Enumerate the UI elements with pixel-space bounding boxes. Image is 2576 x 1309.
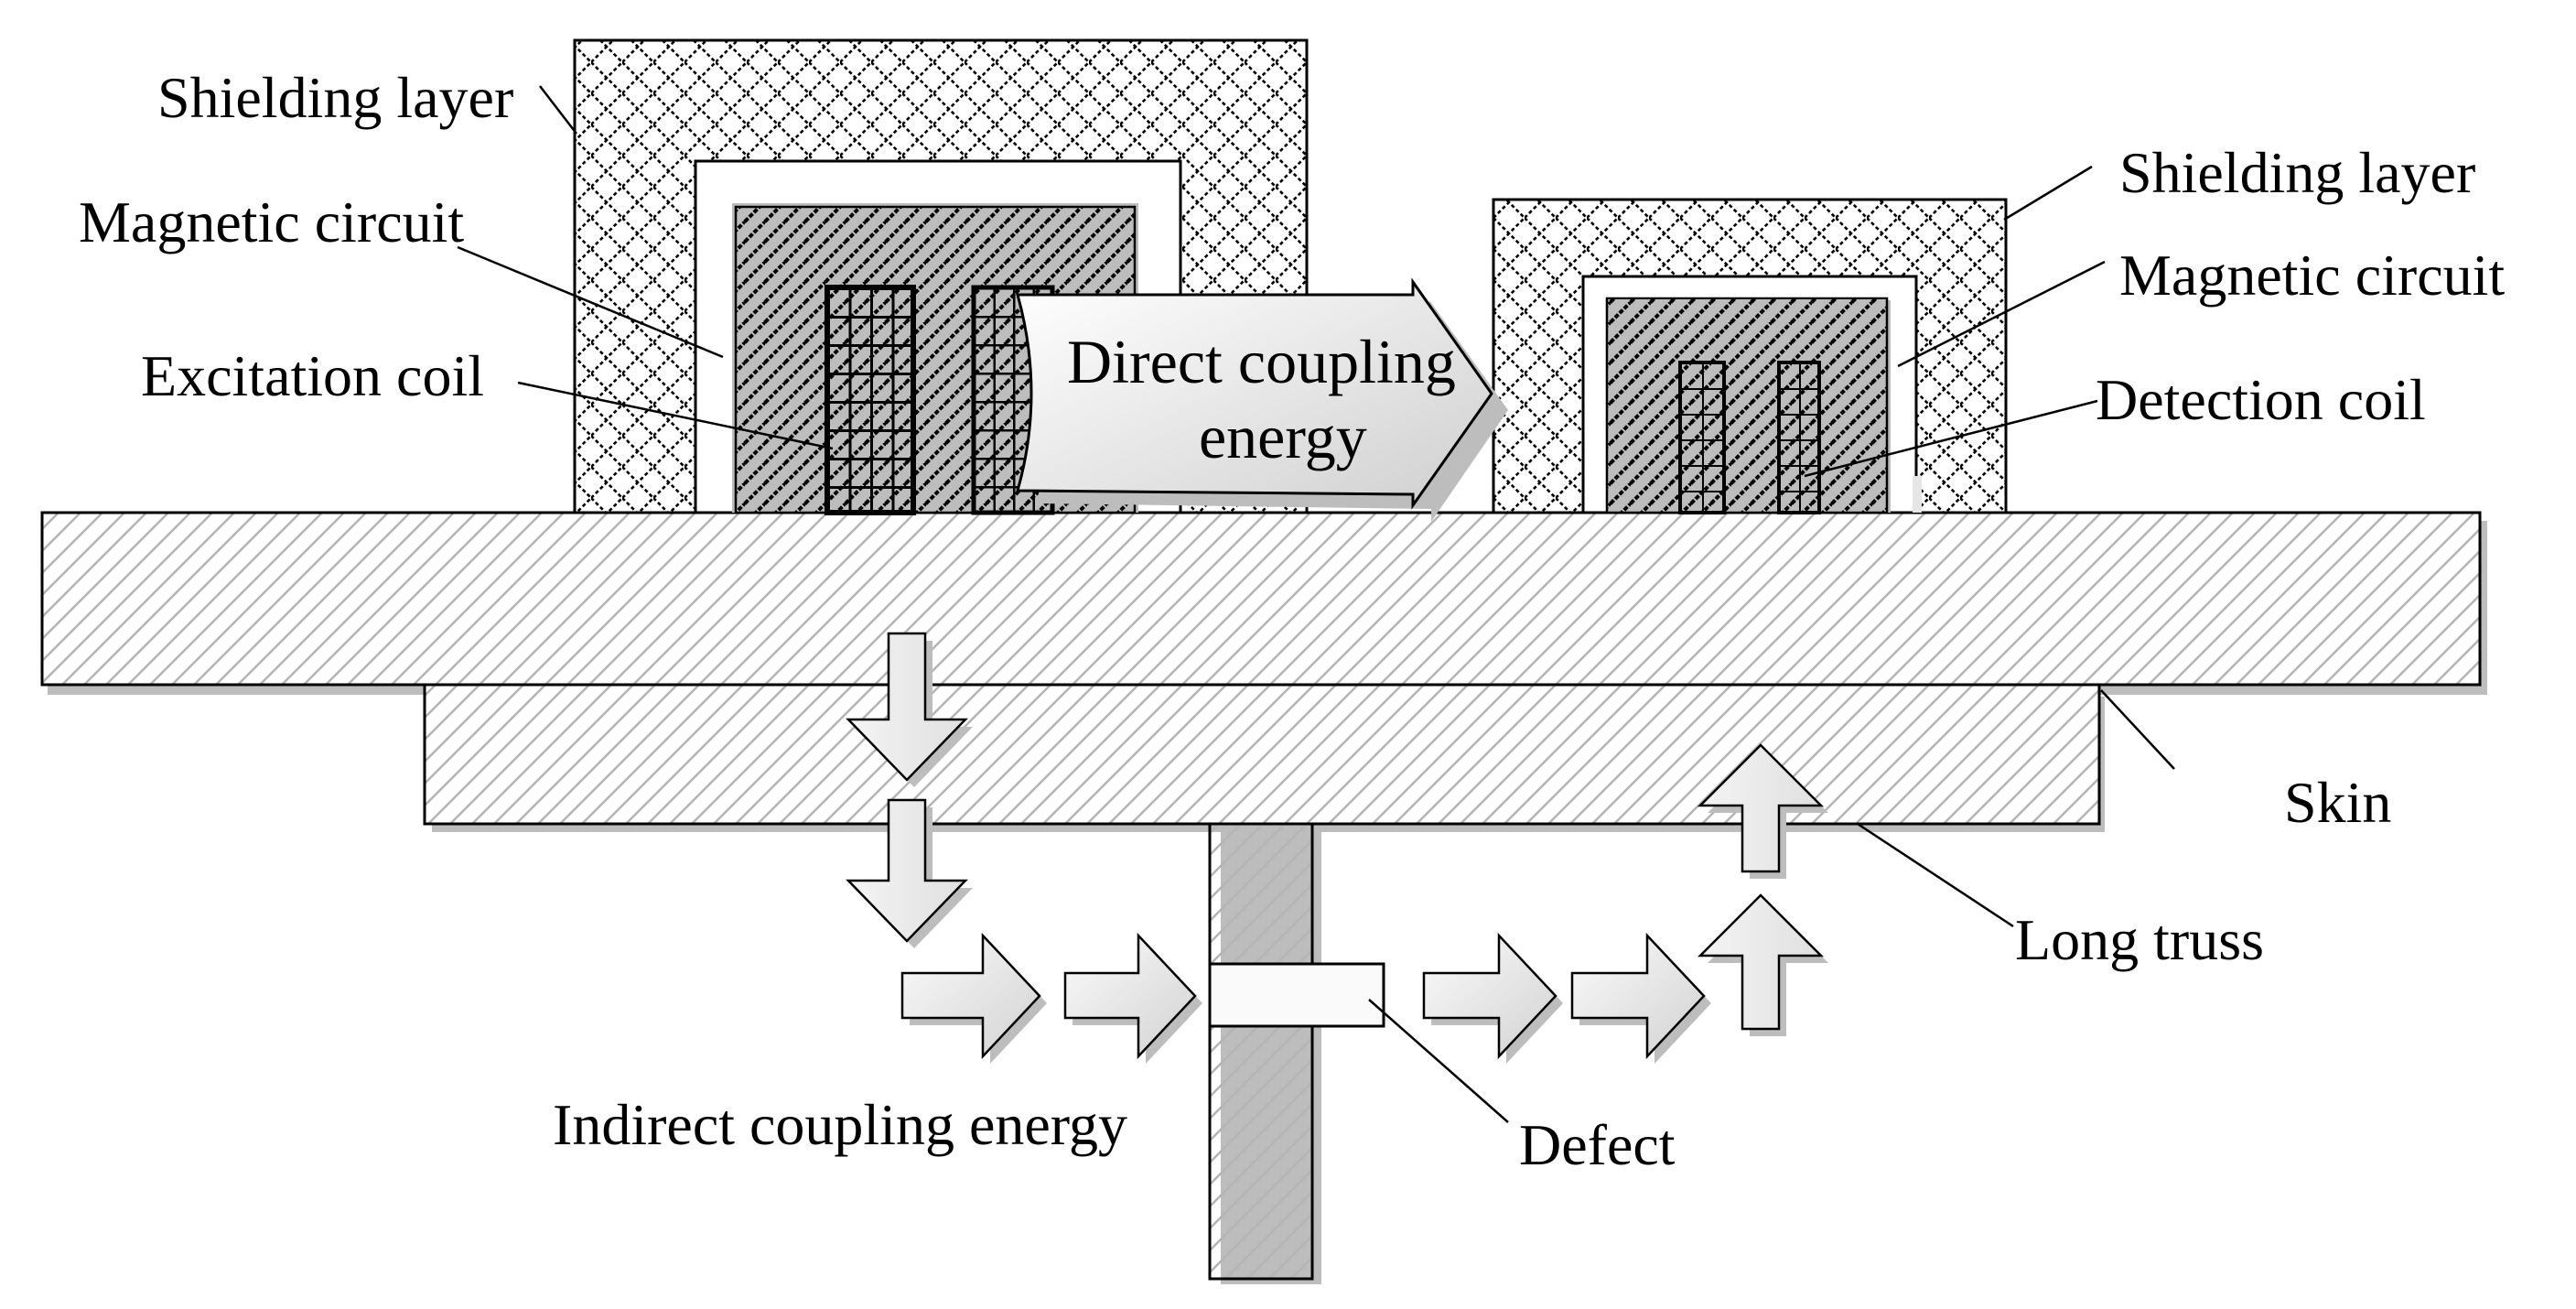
label-shielding-left: Shielding layer [157,65,513,130]
label-direct-line1: Direct coupling [1067,327,1456,396]
direct-coupling-arrow [1016,277,1508,522]
arrow-right-3 [1422,932,1563,1064]
excitation-coil-left [825,286,915,514]
detection-coil-left [1678,361,1726,514]
label-excitation-coil: Excitation coil [141,343,484,408]
label-detection-coil: Detection coil [2096,367,2426,432]
detection-probe [1492,198,2008,514]
label-direct-line2: energy [1199,402,1367,471]
label-magnetic-left: Magnetic circuit [79,189,464,254]
detection-coil-right [1777,361,1821,514]
structure [40,511,2487,1284]
arrow-right-2 [1063,932,1202,1064]
label-long-truss: Long truss [2015,907,2264,972]
label-magnetic-right: Magnetic circuit [2119,243,2505,308]
defect [1208,962,1385,1028]
leader-lines [457,85,2175,1123]
label-defect: Defect [1519,1112,1676,1177]
indirect-flow-arrows [846,632,1828,1064]
arrow-right-4 [1570,932,1711,1064]
label-shielding-right: Shielding layer [2119,140,2475,205]
arrow-up-1 [1697,893,1828,1036]
arrow-up-2 [1697,743,1828,879]
labels: Shielding layer Magnetic circuit Excitat… [79,65,2505,1177]
arrow-down-1 [846,632,973,787]
arrow-down-2 [846,798,973,948]
arrow-right-1 [900,932,1047,1064]
label-indirect: Indirect coupling energy [553,1092,1127,1157]
label-skin: Skin [2284,770,2391,835]
stringer-web [1208,819,1314,1281]
